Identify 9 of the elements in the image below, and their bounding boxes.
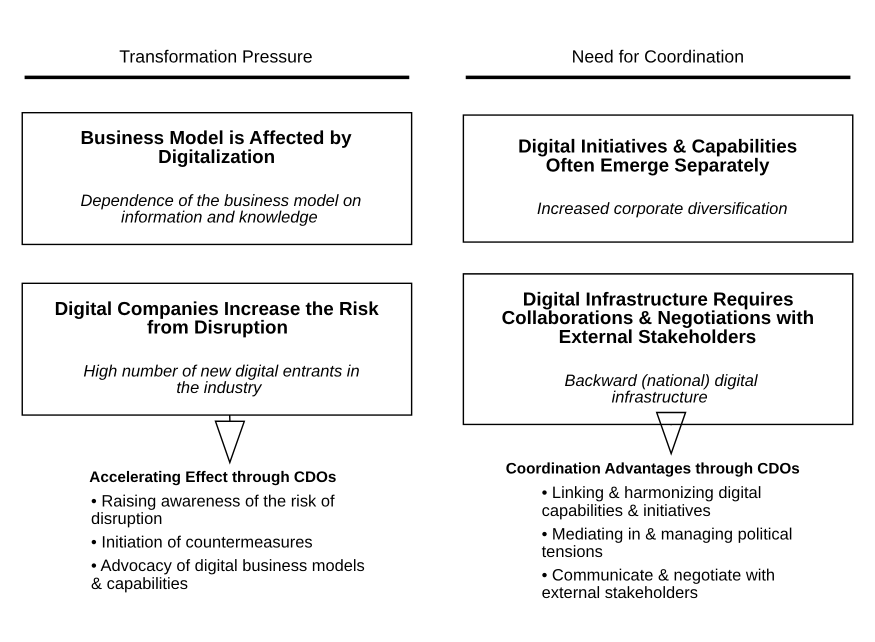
node-box: Business Model is Affected by Digitalization Dependence of the business model on information and knowledge [22, 112, 412, 245]
node-box: Digital Initiatives & Capabilities Often Emerge Separately Increased corporate diversification [462, 114, 854, 242]
node-text: Accelerating Effect through CDOs • Raising awareness of the risk of disruption • Initiation of countermeasures • Advocacy of digital business models & capabilities [89, 468, 365, 592]
label: Transformation Pressure [119, 46, 313, 66]
node-box: Digital Companies Increase the Risk from Disruption High number of new digital entrants in the industry [22, 282, 412, 416]
label: Need for Coordination [572, 46, 744, 66]
arrow [656, 411, 687, 456]
arrow [214, 414, 246, 464]
node-text: Coordination Advantages through CDOs • Linking & harmonizing digital capabilities & initiatives • Mediating in & managing political tensions • Communicate & negotiate with external stakeholders [506, 460, 800, 602]
